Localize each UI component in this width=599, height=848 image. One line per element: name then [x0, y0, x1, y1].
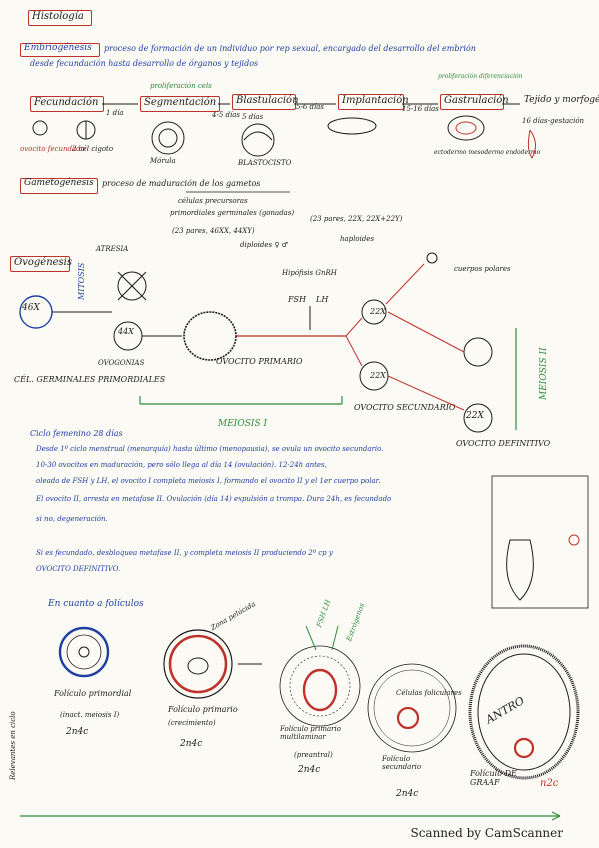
- follicle-label-cells: Células foliculares: [396, 689, 462, 697]
- follicle-2-ploidy: 2n4c: [180, 739, 203, 749]
- gametogenesis-box: [20, 178, 98, 194]
- note-p3: oleada de FSH y LH, el ovocito I complet…: [36, 477, 381, 485]
- caption-cigoto: 2 cél cigoto: [72, 145, 114, 153]
- gametogenesis-sperm-note: (23 pares, 22X, 22X+22Y): [310, 215, 403, 223]
- step-segmentacion: Segmentación: [144, 97, 217, 108]
- intro-term-box: [20, 43, 100, 57]
- oogenesis-lh: LH: [316, 295, 329, 304]
- count-4: 22X: [370, 371, 386, 380]
- follicles-title: En cuanto a folículos: [48, 599, 144, 609]
- note-p1: Desde 1º ciclo menstrual (menarquía) has…: [36, 445, 384, 453]
- oogenesis-box: [10, 256, 70, 272]
- oogenesis-germ-cells: CÉL. GERMINALES PRIMORDIALES: [14, 375, 166, 384]
- caption-morula: Mórula: [150, 157, 176, 165]
- oogenesis-gnrh: Hipófisis GnRH: [282, 269, 337, 277]
- step-note-6: 16 días-gestación: [522, 117, 585, 125]
- follicle-1-ploidy: 2n4c: [66, 727, 89, 737]
- note-p7: OVOCITO DEFINITIVO.: [36, 565, 121, 573]
- note-p2: 10-30 ovocitos en maduración, pero sólo …: [36, 461, 327, 469]
- gametogenesis-primordial: primordiales germinales (gonadas): [170, 209, 295, 217]
- caption-ovocito: ovocito fecundado: [20, 145, 85, 153]
- title-box: [28, 10, 92, 26]
- caption-blastocisto: BLASTOCISTO: [238, 159, 292, 167]
- gametogenesis-cells: células precursoras: [178, 197, 248, 205]
- step-implantacion: Implantación: [342, 95, 409, 106]
- step-note-5: proliferación diferenciación: [438, 73, 523, 80]
- follicle-1-name: Folículo primordial: [54, 689, 132, 698]
- follicle-5-ploidy: n2c: [540, 778, 559, 789]
- count-1: 46X: [22, 303, 40, 313]
- oogenesis-meiosis-1: MEIOSIS I: [218, 419, 268, 429]
- note-p4: El ovocito II, arresta en metafase II. O…: [36, 495, 392, 503]
- count-3: 22X: [370, 307, 386, 316]
- intro-line-1: proceso de formación de un individuo por…: [104, 44, 476, 53]
- intro-line-2: desde fecundación hasta desarrollo de ór…: [30, 59, 259, 68]
- step-gastrulacion: Gastrulación: [444, 95, 509, 106]
- step-fecundacion: Fecundación: [34, 97, 99, 108]
- page-title: Histología: [32, 11, 84, 22]
- step-blastulacion: Blastulación: [236, 95, 299, 106]
- step-time-4: 15-16 días: [402, 105, 439, 113]
- oogenesis-secondary: OVOCITO SECUNDARIO: [354, 403, 456, 412]
- oogenesis-atresia: ATRESIA: [96, 245, 129, 253]
- step-time-3: 5-6 días: [296, 103, 324, 111]
- oogenesis-fsh: FSH: [288, 295, 307, 304]
- step-note-2: proliferación cels: [150, 82, 212, 90]
- note-p5: si no, degeneración.: [36, 515, 108, 523]
- step-tejido: Tejido y morfogénesis: [524, 95, 599, 105]
- count-2: 44X: [118, 327, 134, 336]
- step-time-2: 4-5 días: [212, 111, 240, 119]
- oogenesis-term: Ovogénesis: [14, 257, 73, 268]
- caption-germ-layers: ectodermo mesodermo endodermo: [434, 149, 541, 156]
- follicle-3-ploidy: 2n4c: [298, 765, 321, 775]
- follicle-1-sub: (inact. meiosis I): [60, 711, 120, 719]
- step-note-3: 5 días: [242, 113, 264, 121]
- follicle-4-name: Folículo secundario: [382, 755, 422, 771]
- note-p6: Si es fecundado, desbloquea metafase II,…: [36, 549, 333, 557]
- follicle-2-sub: (crecimiento): [168, 719, 216, 727]
- step-box-4: [338, 94, 404, 110]
- follicle-2-name: Folículo primario: [168, 705, 238, 714]
- step-box-5: [440, 94, 504, 110]
- step-box-3: [232, 94, 296, 110]
- intro-term: Embriogénesis: [24, 43, 92, 53]
- oogenesis-primary: OVOCITO PRIMARIO: [216, 357, 303, 366]
- gametogenesis-haploid: haploides: [340, 235, 375, 243]
- count-5: 22X: [466, 411, 484, 421]
- scanner-footer: Scanned by CamScanner: [410, 826, 563, 840]
- note-cycle: Ciclo femenino 28 días: [30, 429, 123, 438]
- follicle-3-sub: (preantral): [294, 751, 333, 759]
- gametogenesis-line: proceso de maduración de los gametos: [102, 179, 261, 188]
- gametogenesis-ovule-note: (23 pares, 46XX, 44XY): [172, 227, 255, 235]
- step-note-1: 1 día: [106, 109, 124, 117]
- gametogenesis-term: Gametogénesis: [24, 178, 94, 188]
- oogenesis-definitive: OVOCITO DEFINITIVO: [456, 439, 551, 448]
- follicle-4-ploidy: 2n4c: [396, 789, 419, 799]
- follicle-3-name: Folículo primario multilaminar: [280, 725, 341, 741]
- oogenesis-ovogonias: OVOGONIAS: [98, 359, 145, 367]
- gametogenesis-diploid: diploides ♀ ♂: [240, 241, 288, 249]
- oogenesis-polar: cuerpos polares: [454, 265, 511, 273]
- follicle-5-name: Folículo DE GRAAF: [470, 769, 517, 787]
